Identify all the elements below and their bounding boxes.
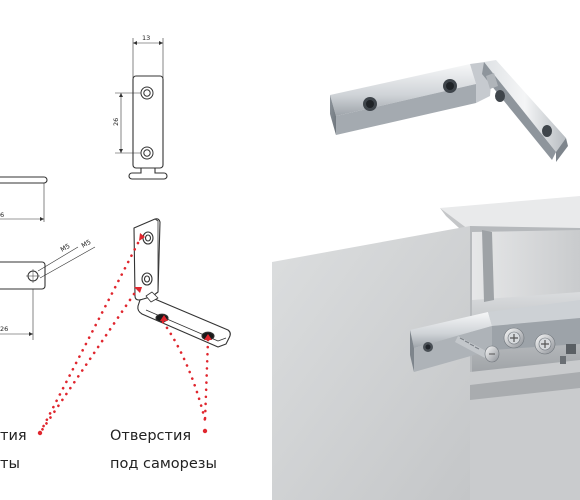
red-arrow-icon [139, 233, 145, 241]
red-arrow-icon [204, 334, 212, 340]
screw-hole-icon [202, 428, 208, 434]
red-arrow-markers [134, 233, 212, 340]
callout-left-line1: тия [0, 428, 27, 444]
front-view-drawing [115, 38, 168, 180]
installed-bracket-photo [272, 196, 580, 500]
screw-hole-icon [495, 90, 505, 102]
callout-right-line1: Отверстия [110, 428, 191, 444]
red-arrow-icon [134, 287, 142, 293]
dim-hole-spacing: 26 [112, 118, 120, 126]
isometric-bracket-drawing [133, 218, 231, 348]
dim-hole-right: M5 [80, 238, 92, 250]
side-view-drawing [0, 176, 96, 340]
screw-hole-icon [37, 430, 43, 436]
self-tapping-screw-icon [455, 336, 500, 363]
screw-icon [503, 327, 525, 349]
callout-left-line2: ты [0, 456, 20, 472]
callout-right-line2: под саморезы [110, 456, 217, 472]
screw-hole-icon [542, 125, 552, 137]
bracket-photo [330, 60, 568, 162]
dim-left-bottom: 26 [0, 325, 8, 333]
screw-icon [534, 333, 556, 355]
dim-left-top: 6 [0, 211, 4, 219]
red-arrow-icon [160, 315, 168, 321]
dotted-leader-lines [38, 241, 210, 435]
dim-top-width: 13 [142, 34, 150, 42]
dim-hole-left: M5 [59, 242, 71, 254]
